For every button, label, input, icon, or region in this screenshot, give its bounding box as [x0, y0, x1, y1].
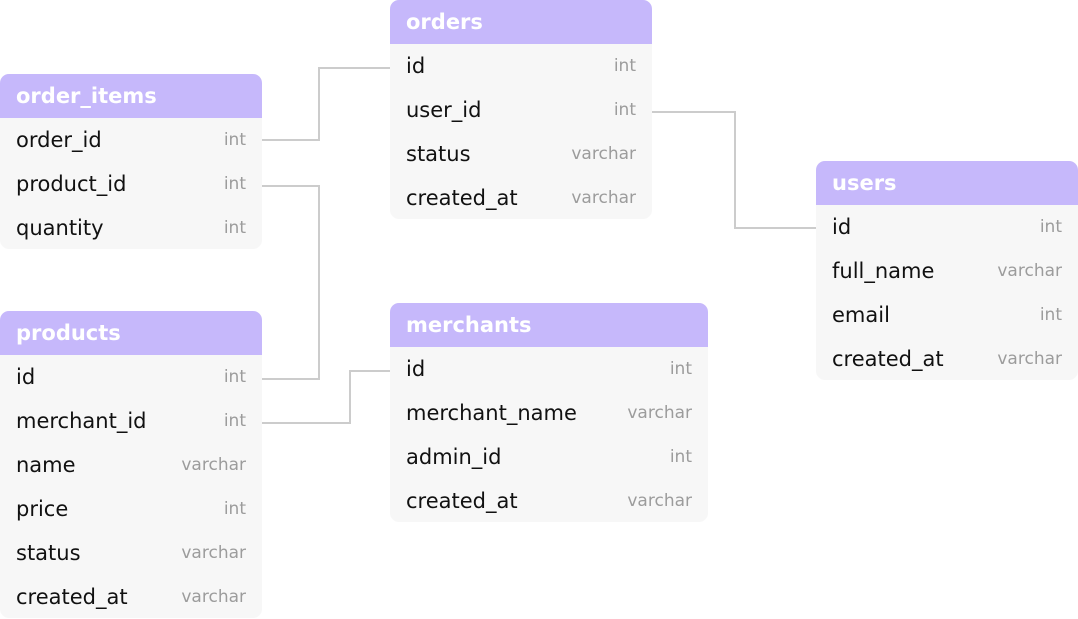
- column-row[interactable]: merchant_name varchar: [390, 391, 708, 435]
- column-type: varchar: [181, 543, 246, 563]
- column-type: varchar: [571, 188, 636, 208]
- column-type: int: [613, 100, 636, 120]
- column-row[interactable]: merchant_id int: [0, 399, 262, 443]
- column-row[interactable]: price int: [0, 487, 262, 531]
- column-type: int: [223, 367, 246, 387]
- column-name: created_at: [406, 186, 518, 210]
- column-type: int: [223, 174, 246, 194]
- column-name: name: [16, 453, 76, 477]
- column-type: int: [613, 56, 636, 76]
- column-type: varchar: [181, 587, 246, 607]
- column-type: varchar: [627, 491, 692, 511]
- column-row[interactable]: created_at varchar: [816, 337, 1078, 380]
- column-name: admin_id: [406, 445, 502, 469]
- column-type: varchar: [571, 144, 636, 164]
- column-row[interactable]: id int: [0, 355, 262, 399]
- link-order_items-products: [262, 185, 320, 380]
- column-row[interactable]: id int: [816, 205, 1078, 249]
- column-name: full_name: [832, 259, 935, 283]
- table-header: users: [816, 161, 1078, 205]
- link-order_items-orders: [262, 67, 390, 141]
- table-header: orders: [390, 0, 652, 44]
- column-name: price: [16, 497, 69, 521]
- column-type: varchar: [997, 349, 1062, 369]
- table-header: order_items: [0, 74, 262, 118]
- column-row[interactable]: full_name varchar: [816, 249, 1078, 293]
- column-name: status: [406, 142, 471, 166]
- column-row[interactable]: created_at varchar: [390, 176, 652, 219]
- column-name: email: [832, 303, 890, 327]
- column-type: int: [223, 499, 246, 519]
- column-name: quantity: [16, 216, 104, 240]
- column-row[interactable]: user_id int: [390, 88, 652, 132]
- column-name: id: [16, 365, 36, 389]
- column-type: int: [1039, 305, 1062, 325]
- column-type: varchar: [997, 261, 1062, 281]
- column-type: int: [1039, 217, 1062, 237]
- column-row[interactable]: id int: [390, 44, 652, 88]
- column-row[interactable]: admin_id int: [390, 435, 708, 479]
- column-row[interactable]: status varchar: [0, 531, 262, 575]
- table-orders[interactable]: orders id int user_id int status varchar cr…: [390, 0, 652, 219]
- column-name: merchant_id: [16, 409, 147, 433]
- column-name: merchant_name: [406, 401, 577, 425]
- column-type: int: [223, 218, 246, 238]
- column-row[interactable]: name varchar: [0, 443, 262, 487]
- column-type: int: [223, 130, 246, 150]
- column-name: id: [832, 215, 852, 239]
- column-name: order_id: [16, 128, 102, 152]
- column-row[interactable]: product_id int: [0, 162, 262, 206]
- column-type: int: [669, 359, 692, 379]
- column-row[interactable]: email int: [816, 293, 1078, 337]
- column-name: created_at: [406, 489, 518, 513]
- column-name: user_id: [406, 98, 482, 122]
- column-name: id: [406, 357, 426, 381]
- table-header: merchants: [390, 303, 708, 347]
- column-row[interactable]: status varchar: [390, 132, 652, 176]
- column-row[interactable]: order_id int: [0, 118, 262, 162]
- column-name: created_at: [16, 585, 128, 609]
- column-row[interactable]: quantity int: [0, 206, 262, 249]
- column-name: id: [406, 54, 426, 78]
- column-name: created_at: [832, 347, 944, 371]
- column-row[interactable]: created_at varchar: [0, 575, 262, 618]
- column-row[interactable]: id int: [390, 347, 708, 391]
- column-type: varchar: [627, 403, 692, 423]
- table-header: products: [0, 311, 262, 355]
- column-type: int: [669, 447, 692, 467]
- column-type: varchar: [181, 455, 246, 475]
- column-name: status: [16, 541, 81, 565]
- column-name: product_id: [16, 172, 127, 196]
- column-type: int: [223, 411, 246, 431]
- link-orders-users: [652, 111, 816, 229]
- column-row[interactable]: created_at varchar: [390, 479, 708, 522]
- link-products-merchants: [262, 370, 390, 424]
